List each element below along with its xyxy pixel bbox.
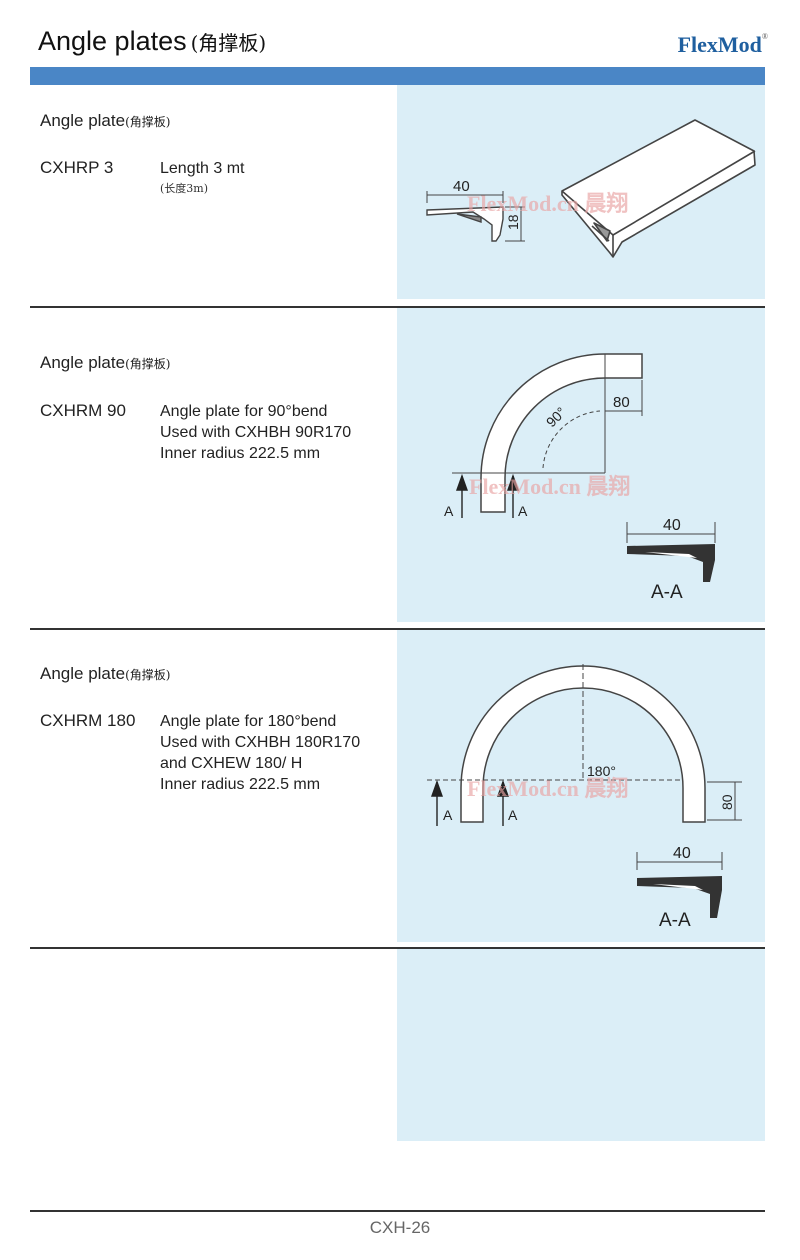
footer-line <box>30 1210 765 1212</box>
dim-40-label: 40 <box>673 845 691 862</box>
drawing-panel-4 <box>397 949 765 1141</box>
section-mark-right: A <box>508 807 518 823</box>
angle-label: 180° <box>587 763 616 779</box>
product-code-3: CXHRM 180 <box>40 711 136 730</box>
description-line: Used with CXHBH 90R170 <box>160 424 352 441</box>
product-code-1: CXHRP 3 <box>40 158 114 177</box>
section-mark-right: A <box>518 503 528 519</box>
description-line: Inner radius 222.5 mm <box>160 445 321 462</box>
page-number: CXH-26 <box>369 1218 431 1237</box>
section-profile <box>627 544 715 582</box>
section-title-cn: (角撑板) <box>125 668 171 682</box>
section-mark-left: A <box>444 503 454 519</box>
product-description-2: Angle plate for 90°bend Used with CXHBH … <box>160 401 351 464</box>
description-line: and CXHEW 180/ H <box>160 755 303 772</box>
drawing-panel-2: 90° 80 A A 40 A-A FlexMod.cn 晨翔 <box>397 308 765 622</box>
dim-height-label: 18 <box>505 214 521 230</box>
product-description-1: Length 3 mt <box>160 158 245 179</box>
section-title-2: Angle plate(角撑板) <box>40 353 170 373</box>
brand-registered-mark: ® <box>761 32 768 41</box>
section-mark-left: A <box>443 807 453 823</box>
brand-logo: FlexMod® <box>678 32 768 58</box>
dim-40-label: 40 <box>663 517 681 534</box>
page-title-cn: (角撑板) <box>190 31 267 55</box>
section-title-text: Angle plate <box>40 111 126 130</box>
description-line: Inner radius 222.5 mm <box>160 776 321 793</box>
section-label: A-A <box>659 910 691 931</box>
section-title-cn: (角撑板) <box>125 115 171 129</box>
drawing-panel-3: 180° 80 A A 40 A-A FlexMod.cn 晨翔 <box>397 630 765 942</box>
description-line: Angle plate for 90°bend <box>160 403 328 420</box>
page-title-text: Angle plates <box>38 26 187 56</box>
section-title-1: Angle plate(角撑板) <box>40 111 170 131</box>
product-note-1: (长度3m) <box>160 182 209 195</box>
section-label: A-A <box>651 582 683 603</box>
watermark: FlexMod.cn 晨翔 <box>467 776 628 801</box>
description-line: Length 3 mt <box>160 160 245 177</box>
watermark: FlexMod.cn 晨翔 <box>469 474 630 499</box>
dim-80-label: 80 <box>719 794 735 810</box>
drawing-panel-1: 40 18 FlexMod.cn 晨翔 <box>397 85 765 299</box>
section-title-text: Angle plate <box>40 353 126 372</box>
section-title-cn: (角撑板) <box>125 357 171 371</box>
product-code-2: CXHRM 90 <box>40 401 126 420</box>
section-divider <box>30 628 765 630</box>
bend-90-drawing: 90° 80 A A 40 A-A FlexMod.cn 晨翔 <box>444 353 716 603</box>
description-line: Angle plate for 180°bend <box>160 713 337 730</box>
product-description-3: Angle plate for 180°bend Used with CXHBH… <box>160 711 360 795</box>
header-bar <box>30 67 765 85</box>
description-line: Used with CXHBH 180R170 <box>160 734 361 751</box>
section-divider <box>30 306 765 308</box>
brand-name: FlexMod <box>677 32 762 57</box>
dim-width-label: 40 <box>453 178 470 195</box>
bend-180-drawing: 180° 80 A A 40 A-A FlexMod.cn 晨翔 <box>427 664 742 931</box>
watermark: FlexMod.cn 晨翔 <box>467 191 628 216</box>
section-divider <box>30 947 765 949</box>
angle-label: 90° <box>543 404 569 430</box>
section-title-3: Angle plate(角撑板) <box>40 664 170 684</box>
section-title-text: Angle plate <box>40 664 126 683</box>
page-title: Angle plates(角撑板) <box>38 26 266 57</box>
section-profile <box>637 876 722 918</box>
flat-plate-drawing: 40 18 FlexMod.cn 晨翔 <box>426 119 756 258</box>
dim-80-label: 80 <box>613 394 630 411</box>
